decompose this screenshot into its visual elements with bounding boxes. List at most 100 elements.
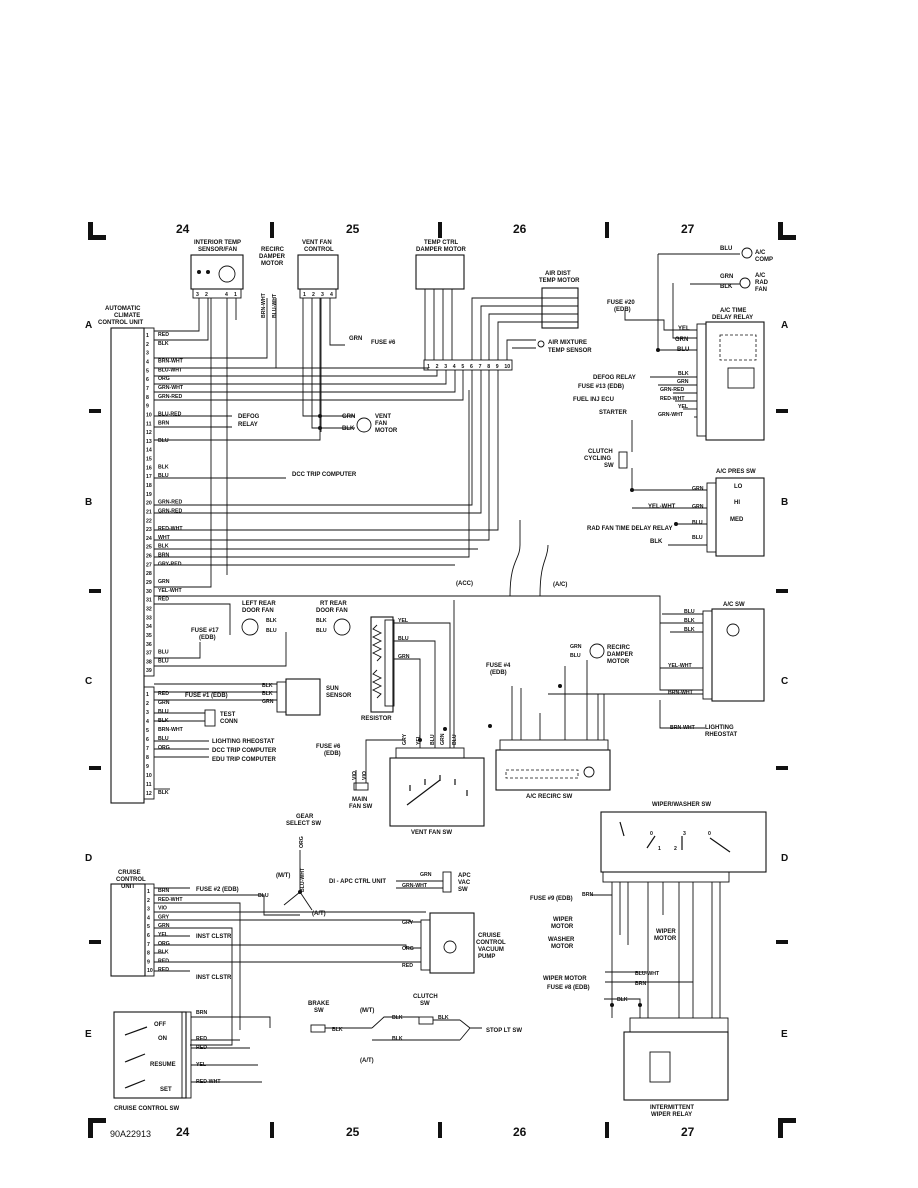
main-fan-sw-box xyxy=(353,782,369,791)
wire-color: BRN-WHT xyxy=(668,690,694,696)
wire-color: GRN xyxy=(692,486,704,492)
row-label: D xyxy=(85,853,92,864)
relay-inputs: DEFOG RELAY FUSE #13 (EDB) FUEL INJ ECU … xyxy=(573,371,689,418)
wire-path xyxy=(154,298,200,332)
pin-number: 19 xyxy=(146,492,152,498)
wire-color: BLU xyxy=(158,709,169,715)
resistor-coil-icon xyxy=(371,669,383,699)
wire-color: BLU xyxy=(158,473,169,479)
wire-color: YEL-WHT xyxy=(158,588,182,594)
wire-color: BLU-WHT xyxy=(158,367,183,373)
wire-color: YEL-WHT xyxy=(648,504,676,510)
wire-color: GRN-RED xyxy=(158,394,182,400)
gear-select-label-1: GEAR xyxy=(296,814,314,820)
pin-number: 9 xyxy=(146,764,149,770)
at-label-2: (A/T) xyxy=(360,1058,374,1064)
vent-fan-control-box xyxy=(297,254,339,290)
pin-number: 1 xyxy=(427,364,430,370)
pin-number: 5 xyxy=(146,728,149,734)
row-labels: A B C D E A B C D E xyxy=(85,320,788,1040)
wire-color: BRN xyxy=(582,892,593,898)
wiper-motor-left-2: MOTOR xyxy=(551,924,574,930)
wire-color: BLK xyxy=(158,544,169,550)
pin-number: 3 xyxy=(146,351,149,357)
pin-number: 13 xyxy=(146,439,152,445)
apc-vac-label-1: APC xyxy=(458,873,471,879)
wire-color: BLK xyxy=(720,284,733,290)
pin-number: 15 xyxy=(146,457,152,463)
wire-color: BLK xyxy=(266,618,277,624)
wire-color: BLK xyxy=(678,371,689,377)
pin-number: 3 xyxy=(444,364,447,370)
wire-color: BLK xyxy=(684,618,695,624)
wire-color: ORG xyxy=(158,941,170,947)
fuse-20: FUSE #20 (EDB) xyxy=(607,300,635,313)
pin-number: 5 xyxy=(147,924,150,930)
vent-fan-sw-label: VENT FAN SW xyxy=(411,830,452,836)
rotary-switch-icon xyxy=(406,775,468,806)
ac-delay-relay-connector xyxy=(696,323,707,437)
wire-path xyxy=(302,298,355,417)
wire-color: RED xyxy=(158,597,169,603)
wire-path xyxy=(154,944,421,949)
wire-path xyxy=(509,520,521,597)
fuse20-label-2: (EDB) xyxy=(614,307,631,313)
cruise-sw-label: CRUISE CONTROL SW xyxy=(114,1106,180,1112)
pin-number: 3 xyxy=(683,831,686,837)
pin-number: 11 xyxy=(146,782,152,788)
inst-clstr-label-1: INST CLSTR xyxy=(196,934,232,940)
intermittent-box xyxy=(623,1031,729,1101)
cruise-sw-on: ON xyxy=(158,1036,167,1042)
wire-color: BLK xyxy=(332,1027,343,1033)
pin-number: 5 xyxy=(146,368,149,374)
splice-dot xyxy=(610,1003,614,1007)
clutch-cycling-sw: CLUTCH CYCLING SW xyxy=(584,449,628,469)
row-label: B xyxy=(781,497,788,508)
wire-color: BLK xyxy=(262,683,273,689)
wire-color: GRN-RED xyxy=(158,500,182,506)
pin-number: 6 xyxy=(147,933,150,939)
di-apc: DI - APC CTRL UNIT GRN GRN-WHT APC VAC S… xyxy=(329,871,471,893)
apc-vac-label-2: VAC xyxy=(458,880,471,886)
wire-path xyxy=(539,544,549,597)
ac-time-delay-label-2: DELAY RELAY xyxy=(712,315,753,321)
splice-dot xyxy=(298,890,302,894)
wire-color: BRN xyxy=(635,981,646,987)
climate-unit-label-1: AUTOMATIC xyxy=(105,306,141,312)
ac-pres-med: MED xyxy=(730,517,744,523)
fuse4-label-1: FUSE #4 xyxy=(486,663,511,669)
wire-color: BLK xyxy=(158,341,169,347)
pin-number: 24 xyxy=(146,536,152,542)
wire-color: BLU-RED xyxy=(158,411,182,417)
wiper-motor-line-label: WIPER MOTOR xyxy=(543,976,587,982)
wire-color: GRN-RED xyxy=(158,508,182,514)
wire-color: BLU-WHT xyxy=(300,867,306,892)
row-label: E xyxy=(781,1029,788,1040)
wire-path xyxy=(506,339,536,360)
wire-path xyxy=(154,919,421,923)
splice-dot xyxy=(488,724,492,728)
pin-number: 2 xyxy=(205,292,208,298)
gear-select-label-2: SELECT SW xyxy=(286,821,321,827)
ac-sw: A/C SW BLU BLK BLK YEL-WHT BRN-WHT xyxy=(668,602,765,702)
recirc-mid-label-2: DAMPER xyxy=(607,652,634,658)
col-label: 26 xyxy=(513,1125,527,1139)
pin-number: 36 xyxy=(146,642,152,648)
edu-trip-label: EDU TRIP COMPUTER xyxy=(212,757,277,763)
pin-number: 23 xyxy=(146,527,152,533)
wire-color: GRN-RED xyxy=(660,387,684,393)
vent-fan-sw: VENT FAN SW GRY YEL BLU GRN BLU xyxy=(389,733,485,836)
air-mixture-label-1: AIR MIXTURE xyxy=(548,340,587,346)
sun-sensor-label-2: SENSOR xyxy=(326,693,352,699)
pin-number: 3 xyxy=(321,292,324,298)
wire-color: YEL xyxy=(398,618,409,624)
pin-number: 14 xyxy=(146,448,152,454)
fuse17-label-2: (EDB) xyxy=(199,635,216,641)
wire-path xyxy=(497,321,578,360)
apc-vac-switch xyxy=(442,871,452,893)
test-conn-box xyxy=(204,709,216,727)
pin-number: 31 xyxy=(146,598,152,604)
air-dist-box xyxy=(541,287,579,329)
splice-dot xyxy=(443,727,447,731)
